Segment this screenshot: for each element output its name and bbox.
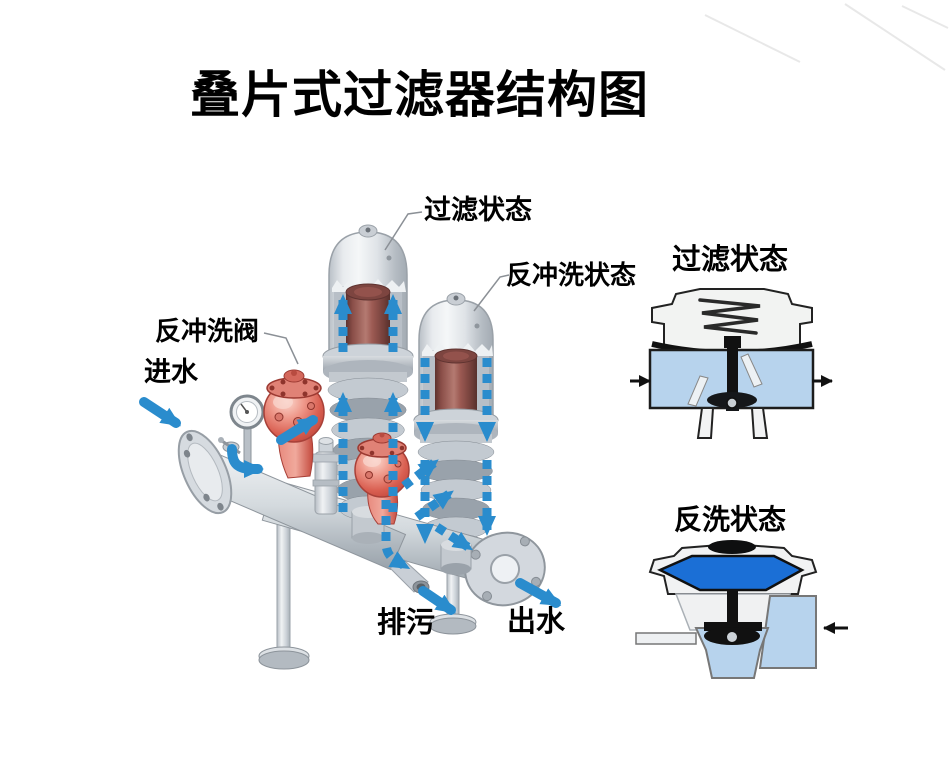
inlet-flange xyxy=(177,429,233,515)
pressure-gauge xyxy=(218,394,265,468)
side-diagram-backwash xyxy=(635,540,848,679)
label-backwash-state: 反冲洗状态 xyxy=(506,261,637,291)
filter-unit-right xyxy=(413,292,499,557)
label-drain: 排污 xyxy=(377,605,436,639)
label-filter-state: 过滤状态 xyxy=(424,195,532,226)
label-inlet: 进水 xyxy=(144,357,198,388)
page-title: 叠片式过滤器结构图 xyxy=(190,66,649,124)
label-backwash-valve: 反冲洗阀 xyxy=(155,317,260,347)
label-outlet: 出水 xyxy=(507,604,566,638)
background-scratches xyxy=(704,3,949,71)
side-diagram-filtering xyxy=(630,288,833,439)
side-filtering-title: 过滤状态 xyxy=(672,242,789,276)
flow-arrows xyxy=(139,294,562,615)
leader-lines xyxy=(263,211,510,365)
vent-valve xyxy=(312,437,340,515)
side-backwash-title: 反洗状态 xyxy=(674,503,787,536)
support-legs xyxy=(258,519,477,670)
